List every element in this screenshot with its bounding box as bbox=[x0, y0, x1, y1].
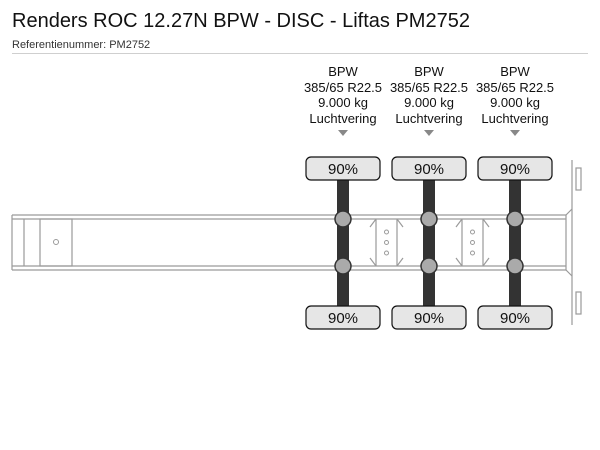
axle-3: 90% 90% bbox=[477, 156, 553, 330]
axle-suspension: Luchtvering bbox=[481, 110, 549, 126]
tread-top-label: 90% bbox=[500, 161, 530, 178]
kingpin-icon bbox=[53, 239, 59, 245]
axle-beam bbox=[509, 178, 521, 308]
bracket-bolts bbox=[384, 229, 475, 256]
axle-suspension: Luchtvering bbox=[395, 110, 463, 126]
tire-bottom bbox=[477, 305, 553, 330]
axle-tire-size: 385/65 R22.5 bbox=[303, 79, 383, 95]
tread-bottom-label: 90% bbox=[500, 310, 530, 327]
hub-lower bbox=[506, 257, 524, 275]
chassis-frame bbox=[11, 160, 582, 325]
axle-brand: BPW bbox=[328, 64, 358, 79]
reference-number: Referentienummer: PM2752 bbox=[12, 39, 151, 51]
axle-2: 90% 90% bbox=[391, 156, 467, 330]
tread-bottom-label: 90% bbox=[328, 310, 358, 327]
axle-spec-2: BPW 385/65 R22.5 9.000 kg Luchtvering bbox=[384, 64, 474, 126]
tire-top bbox=[477, 156, 553, 181]
axle-3-arrow-icon bbox=[510, 130, 520, 136]
axle-1: 90% 90% bbox=[305, 156, 381, 330]
tire-bottom bbox=[305, 305, 381, 330]
tire-top bbox=[305, 156, 381, 181]
axle-load: 9.000 kg bbox=[318, 95, 368, 110]
axle-load: 9.000 kg bbox=[404, 95, 454, 110]
tread-top-label: 90% bbox=[414, 161, 444, 178]
hub-upper bbox=[506, 210, 524, 228]
axle-spec-3: BPW 385/65 R22.5 9.000 kg Luchtvering bbox=[470, 64, 560, 126]
axle-load: 9.000 kg bbox=[490, 95, 540, 110]
hub-lower bbox=[420, 257, 438, 275]
axle-spec-1: BPW 385/65 R22.5 9.000 kg Luchtvering bbox=[298, 64, 388, 126]
axle-brand: BPW bbox=[500, 64, 530, 79]
hub-upper bbox=[420, 210, 438, 228]
axle-suspension: Luchtvering bbox=[309, 110, 377, 126]
axle-1-arrow-icon bbox=[338, 130, 348, 136]
hub-upper bbox=[334, 210, 352, 228]
hub-lower bbox=[334, 257, 352, 275]
tire-top bbox=[391, 156, 467, 181]
tread-bottom-label: 90% bbox=[414, 310, 444, 327]
axle-tire-size: 385/65 R22.5 bbox=[389, 79, 469, 95]
axle-beam bbox=[423, 178, 435, 308]
page-title: Renders ROC 12.27N BPW - DISC - Liftas P… bbox=[12, 10, 470, 32]
axle-beam bbox=[337, 178, 349, 308]
axle-brand: BPW bbox=[414, 64, 444, 79]
tire-bottom bbox=[391, 305, 467, 330]
axle-tire-size: 385/65 R22.5 bbox=[475, 79, 555, 95]
header-divider bbox=[12, 53, 588, 54]
axle-2-arrow-icon bbox=[424, 130, 434, 136]
tread-top-label: 90% bbox=[328, 161, 358, 178]
